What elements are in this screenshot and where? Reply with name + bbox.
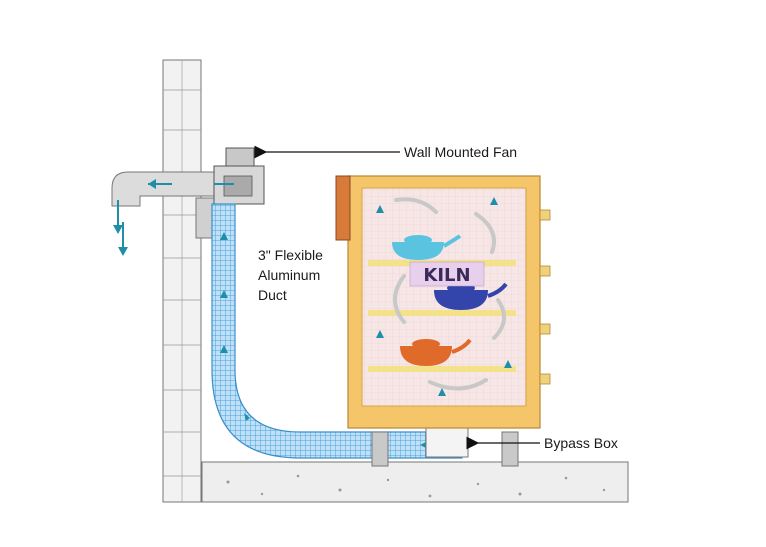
exhaust-elbow <box>111 171 219 256</box>
wall-fan-label: Wall Mounted Fan <box>404 144 517 160</box>
wall <box>162 59 202 503</box>
kiln-stand <box>371 431 519 467</box>
duct-label-line3: Duct <box>258 287 287 303</box>
duct-label-line1: 3" Flexible <box>258 247 323 263</box>
kiln-swirl-airflow <box>393 197 506 391</box>
kiln-airflow-arrows <box>376 197 512 396</box>
floor-slab <box>201 461 629 503</box>
kiln-control-box <box>335 175 351 241</box>
kiln-word: KILN <box>423 265 470 286</box>
kiln-word-backdrop <box>409 261 485 287</box>
teapot-top <box>392 234 462 260</box>
teapot-bottom <box>400 338 472 366</box>
duct-label-line2: Aluminum <box>258 267 320 283</box>
kiln-peepholes <box>539 209 551 385</box>
kiln: KILN <box>335 175 551 429</box>
bypass-box <box>425 426 469 458</box>
bypass-box-label: Bypass Box <box>544 435 618 451</box>
